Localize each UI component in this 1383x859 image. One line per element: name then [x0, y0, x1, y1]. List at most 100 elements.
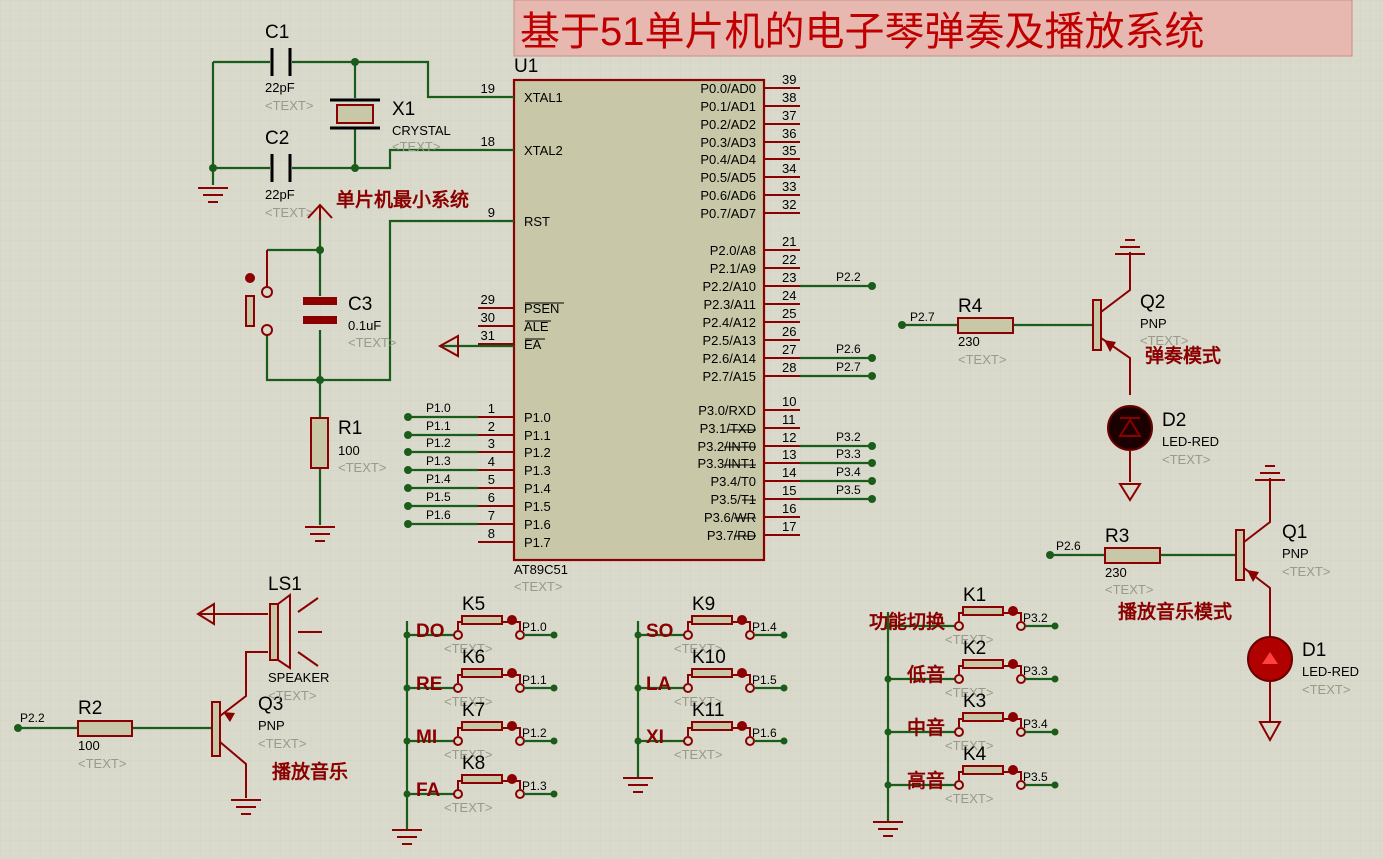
key-text: <TEXT> — [945, 685, 993, 700]
svg-text:Q3: Q3 — [258, 694, 283, 715]
transistor-q2[interactable]: Q2 PNP <TEXT> — [1092, 252, 1188, 395]
ea-power-arrow-icon — [437, 334, 459, 358]
key-net: P1.3 — [522, 779, 547, 793]
key-ref: K11 — [692, 700, 724, 721]
transistor-q3[interactable]: Q3 PNP <TEXT> — [211, 651, 306, 798]
resistor-r4[interactable]: R4 230 <TEXT> — [957, 296, 1014, 367]
svg-text:R4: R4 — [958, 296, 983, 317]
pin-name: PSEN — [524, 301, 559, 316]
mcu-u1[interactable]: U1 AT89C51 <TEXT> 19XTAL118XTAL29RST29PS… — [478, 56, 800, 594]
svg-text:P2.2: P2.2 — [20, 711, 45, 725]
led-d1[interactable]: D1 LED-RED <TEXT> — [1247, 636, 1359, 743]
pin-name: P1.4 — [524, 481, 551, 496]
svg-text:D1: D1 — [1302, 640, 1326, 661]
svg-text:播放音乐: 播放音乐 — [272, 760, 348, 783]
svg-text:CRYSTAL: CRYSTAL — [392, 123, 451, 138]
capacitor-c2[interactable]: C2 22pF <TEXT> — [265, 128, 313, 220]
pin-name: P2.5/A13 — [703, 333, 757, 348]
svg-text:P1.6: P1.6 — [426, 508, 451, 522]
pin-number: 17 — [782, 519, 796, 534]
mcu-pin-p1-5: 6P1.5 — [478, 490, 551, 514]
transistor-q1[interactable]: Q1 PNP <TEXT> — [1235, 478, 1330, 637]
key-text: <TEXT> — [444, 641, 492, 656]
key-ref: K1 — [963, 585, 986, 606]
key-note-label: MI — [416, 727, 437, 748]
resistor-r1[interactable]: R1 100 <TEXT> — [310, 417, 386, 475]
pin-number: 8 — [488, 526, 495, 541]
pin-name: P1.3 — [524, 463, 551, 478]
ground-icon-q3 — [231, 799, 261, 815]
reset-circuit: 单片机最小系统 C3 0.1uF <TEXT> R1 100 <TEXT> — [245, 188, 514, 542]
pin-name: P3.7/RD — [707, 528, 756, 543]
resistor-r2[interactable]: R2 100 <TEXT> — [77, 698, 133, 771]
pin-number: 18 — [481, 134, 495, 149]
mcu-ref: U1 — [514, 56, 538, 77]
pin-name: P3.3/INT1 — [697, 456, 756, 471]
mcu-pin-p1-2: 3P1.2 — [478, 436, 551, 460]
svg-text:P1.4: P1.4 — [426, 472, 451, 486]
mcu-part: AT89C51 — [514, 562, 568, 577]
svg-text:<TEXT>: <TEXT> — [1162, 452, 1210, 467]
svg-text:0.1uF: 0.1uF — [348, 318, 381, 333]
key-net: P1.0 — [522, 620, 547, 634]
pin-number: 39 — [782, 72, 796, 87]
ground-icon-osc — [198, 187, 228, 203]
pin-name: P1.7 — [524, 535, 551, 550]
svg-text:P1.3: P1.3 — [426, 454, 451, 468]
pin-name: P2.0/A8 — [710, 243, 756, 258]
mcu-text: <TEXT> — [514, 579, 562, 594]
net-label: P1.3 — [404, 454, 478, 474]
speaker-ls1[interactable]: LS1 SPEAKER <TEXT> — [196, 574, 329, 703]
led-d2[interactable]: D2 LED-RED <TEXT> — [1107, 405, 1219, 502]
reset-button[interactable] — [245, 250, 273, 336]
svg-text:<TEXT>: <TEXT> — [1140, 333, 1188, 348]
ground-icon-q1 — [1255, 465, 1285, 481]
pin-number: 4 — [488, 454, 495, 469]
svg-text:R3: R3 — [1105, 526, 1129, 547]
ground-icon — [392, 829, 422, 845]
pin-name: P3.0/RXD — [698, 403, 756, 418]
pin-number: 35 — [782, 143, 796, 158]
svg-text:P1.2: P1.2 — [426, 436, 451, 450]
svg-text:P2.6: P2.6 — [836, 342, 861, 356]
capacitor-c3[interactable]: C3 0.1uF <TEXT> — [303, 294, 396, 350]
pin-name: P0.6/AD6 — [700, 188, 756, 203]
net-label: P3.3 — [800, 447, 876, 467]
pin-name: P0.7/AD7 — [700, 206, 756, 221]
pin-name: P1.2 — [524, 445, 551, 460]
svg-text:100: 100 — [338, 443, 360, 458]
caption-min-system: 单片机最小系统 — [336, 188, 469, 211]
right-nets: P2.2P2.6P2.7P3.2P3.3P3.4P3.5 — [800, 270, 876, 503]
net-label: P1.1 — [404, 419, 478, 439]
svg-text:<TEXT>: <TEXT> — [338, 460, 386, 475]
key-net: P1.2 — [522, 726, 547, 740]
pin-number: 37 — [782, 108, 796, 123]
pin-name: P0.2/AD2 — [700, 117, 756, 132]
mcu-left-pins: 19XTAL118XTAL29RST29PSEN30ALE31EA1P1.02P… — [478, 81, 563, 550]
resistor-r3[interactable]: R3 230 <TEXT> — [1104, 526, 1161, 597]
p1-nets: P1.0P1.1P1.2P1.3P1.4P1.5P1.6 — [404, 401, 478, 528]
svg-text:<TEXT>: <TEXT> — [265, 98, 313, 113]
capacitor-c1[interactable]: C1 22pF <TEXT> — [265, 22, 313, 113]
ground-icon-q2 — [1115, 239, 1145, 255]
crystal-x1[interactable]: X1 CRYSTAL <TEXT> — [330, 98, 451, 154]
ground-icon-r1 — [305, 526, 335, 542]
